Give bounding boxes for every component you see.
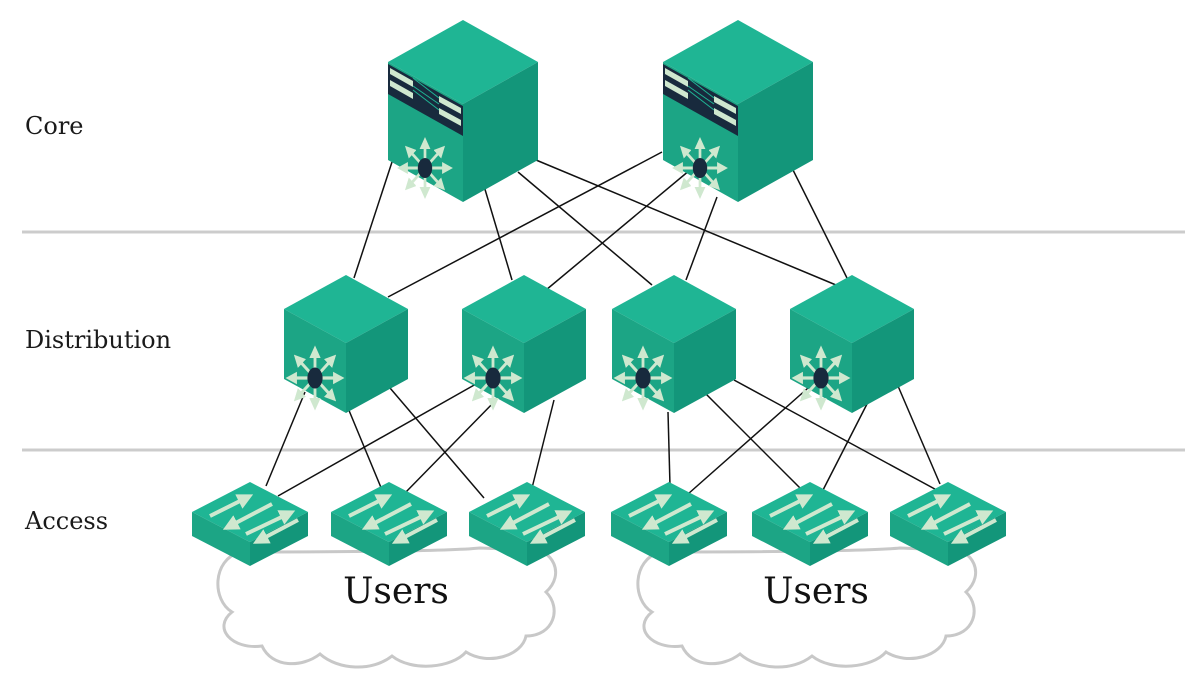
link-core2-dist2 xyxy=(545,169,691,291)
link-dist4-acc6 xyxy=(897,385,941,485)
link-dist1-acc3 xyxy=(389,387,485,499)
link-dist1-acc1 xyxy=(265,391,306,487)
layer-label-access: Access xyxy=(25,507,109,535)
layer3-switch-icon-4 xyxy=(790,275,914,413)
layer-label-core: Core xyxy=(25,112,84,140)
link-dist2-acc1 xyxy=(277,383,477,497)
link-dist1-acc2 xyxy=(347,407,383,491)
layer3-switch-icon-3 xyxy=(612,275,736,413)
link-dist4-acc5 xyxy=(821,401,869,493)
link-core2-dist4 xyxy=(792,169,848,279)
link-dist3-acc4 xyxy=(667,411,671,487)
link-dist2-acc2 xyxy=(403,397,499,495)
link-core2-dist1 xyxy=(387,151,663,298)
cloud-label-left: Users xyxy=(343,571,449,612)
core-switch-icon-1 xyxy=(388,20,538,202)
links xyxy=(265,151,945,499)
link-dist3-acc6 xyxy=(733,379,945,495)
link-dist2-acc3 xyxy=(531,399,555,489)
link-dist4-acc4 xyxy=(687,387,809,495)
link-core2-dist3 xyxy=(685,196,718,281)
link-core1-dist2 xyxy=(483,185,513,281)
link-core1-dist4 xyxy=(535,159,837,286)
link-core1-dist1 xyxy=(353,161,393,279)
layer-label-distribution: Distribution xyxy=(25,326,172,354)
cloud-label-right: Users xyxy=(763,571,869,612)
link-dist3-acc5 xyxy=(705,393,803,491)
link-core1-dist3 xyxy=(517,171,653,286)
layer3-switch-icon-2 xyxy=(462,275,586,413)
